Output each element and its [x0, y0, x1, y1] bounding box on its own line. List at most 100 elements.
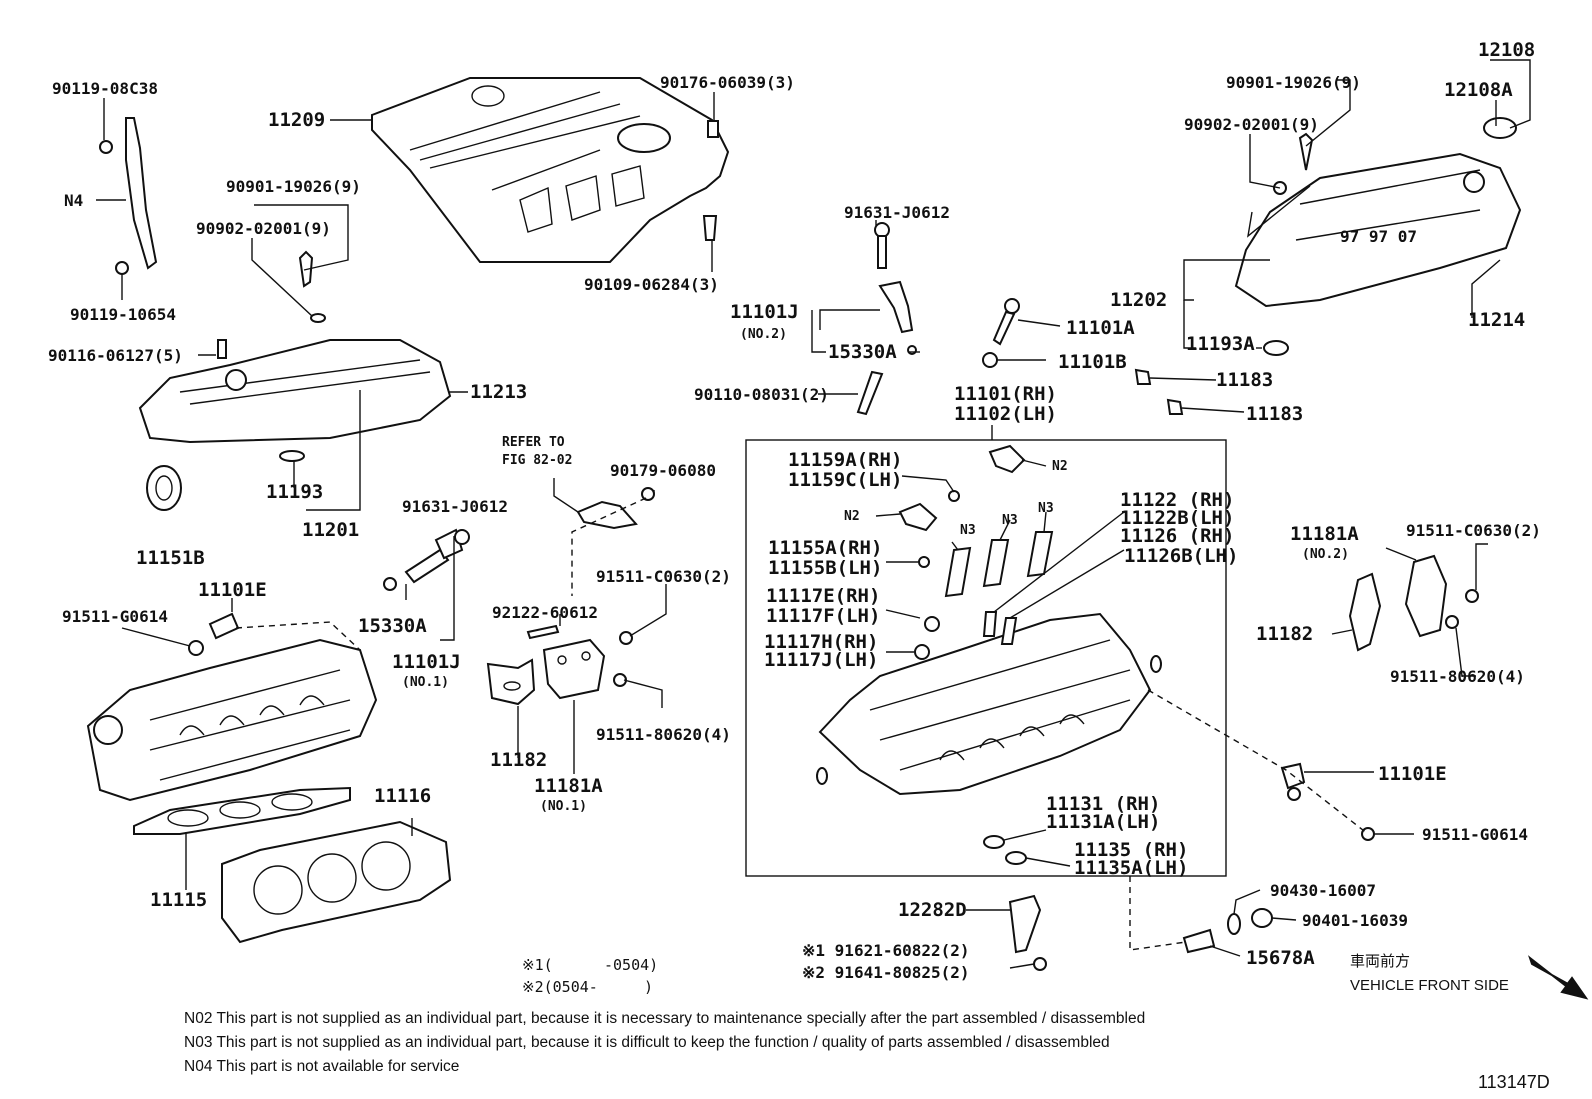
- label-11126b[interactable]: 11126B(LH): [1124, 545, 1238, 567]
- vehicle-front-kanji: 車両前方: [1350, 952, 1410, 970]
- label-11183-b[interactable]: 11183: [1246, 403, 1303, 425]
- cylinder-head-right: [816, 612, 1162, 796]
- svg-text:97 97 07: 97 97 07: [1340, 227, 1417, 246]
- label-11117h[interactable]: 11117H(RH): [764, 631, 878, 653]
- head-cover-left-11201: [138, 250, 452, 444]
- label-11181a-mid[interactable]: 11181A: [534, 775, 603, 797]
- label-11101e-left[interactable]: 11101E: [198, 579, 267, 601]
- label-11201[interactable]: 11201: [302, 519, 359, 541]
- label-90902-02001-left[interactable]: 90902-02001(9): [196, 219, 331, 238]
- label-90179-06080[interactable]: 90179-06080: [610, 461, 716, 480]
- label-90902-02001-right[interactable]: 90902-02001(9): [1184, 115, 1319, 134]
- head-cover-right-11202: 97 97 07: [1134, 117, 1522, 415]
- injector-left-11101j: [383, 528, 470, 591]
- label-11155b[interactable]: 11155B(LH): [768, 557, 882, 579]
- label-91511-g0614-left[interactable]: 91511-G0614: [62, 607, 168, 626]
- catalog-number: 113147D: [1478, 1072, 1550, 1092]
- label-11102-lh[interactable]: 11102(LH): [954, 403, 1057, 425]
- label-11117f[interactable]: 11117F(LH): [766, 605, 880, 627]
- dashed-lines: [235, 497, 1369, 951]
- label-90119-08c38[interactable]: 90119-08C38: [52, 79, 158, 98]
- label-11101b[interactable]: 11101B: [1058, 351, 1127, 373]
- label-15678a[interactable]: 15678A: [1246, 947, 1315, 969]
- label-11115[interactable]: 11115: [150, 889, 207, 911]
- label-11183-a[interactable]: 11183: [1216, 369, 1273, 391]
- label-12108a[interactable]: 12108A: [1444, 79, 1513, 101]
- label-11155a[interactable]: 11155A(RH): [768, 537, 882, 559]
- label-11151b[interactable]: 11151B: [136, 547, 205, 569]
- date-notes: ※1( -0504) ※2(0504- ): [522, 956, 658, 996]
- label-90430-16007[interactable]: 90430-16007: [1270, 881, 1376, 900]
- label-11135[interactable]: 11135 (RH): [1074, 839, 1188, 861]
- label-11181a-right[interactable]: 11181A: [1290, 523, 1359, 545]
- label-11202[interactable]: 11202: [1110, 289, 1167, 311]
- label-12108[interactable]: 12108: [1478, 39, 1535, 61]
- gasket-11193: [279, 450, 305, 462]
- label-90119-10654[interactable]: 90119-10654: [70, 305, 176, 324]
- label-90109-06284[interactable]: 90109-06284(3): [584, 275, 719, 294]
- label-91511-c0630-mid[interactable]: 91511-C0630(2): [596, 567, 731, 586]
- label-11101j-no2[interactable]: 11101J: [730, 301, 799, 323]
- label-11193a[interactable]: 11193A: [1186, 333, 1255, 355]
- cap-11159: [988, 444, 1026, 474]
- label-90901-19026-right[interactable]: 90901-19026(9): [1226, 73, 1361, 92]
- label-11126[interactable]: 11126 (RH): [1120, 525, 1234, 547]
- label-11159c[interactable]: 11159C(LH): [788, 469, 902, 491]
- label-n2-b: N2: [844, 509, 860, 524]
- label-90901-19026-left[interactable]: 90901-19026(9): [226, 177, 361, 196]
- engine-cover-11209: [371, 77, 730, 263]
- label-11213[interactable]: 11213: [470, 381, 527, 403]
- label-fig-82-02[interactable]: FIG 82-02: [502, 453, 572, 468]
- label-90401-16039[interactable]: 90401-16039: [1302, 911, 1408, 930]
- label-91511-c0630-right[interactable]: 91511-C0630(2): [1406, 521, 1541, 540]
- label-11101e-right[interactable]: 11101E: [1378, 763, 1447, 785]
- label-15330a-right[interactable]: 15330A: [828, 341, 897, 363]
- label-91511-80620-mid[interactable]: 91511-80620(4): [596, 725, 731, 744]
- date-note-1-mark: ※1(: [522, 956, 553, 974]
- label-92122-60612[interactable]: 92122-60612: [492, 603, 598, 622]
- label-11131a[interactable]: 11131A(LH): [1046, 811, 1160, 833]
- plug-11117h: [914, 644, 930, 660]
- label-11101a[interactable]: 11101A: [1066, 317, 1135, 339]
- label-11131[interactable]: 11131 (RH): [1046, 793, 1160, 815]
- label-91511-80620-right[interactable]: 91511-80620(4): [1390, 667, 1525, 686]
- label-refer-to: REFER TO: [502, 435, 565, 450]
- label-11116[interactable]: 11116: [374, 785, 431, 807]
- label-11209[interactable]: 11209: [268, 109, 325, 131]
- gasket-11115: [133, 786, 351, 835]
- footnote-n04: N04 This part is not available for servi…: [184, 1058, 459, 1075]
- label-15330a-left[interactable]: 15330A: [358, 615, 427, 637]
- label-11122b[interactable]: 11122B(LH): [1120, 507, 1234, 529]
- label-11159a[interactable]: 11159A(RH): [788, 449, 902, 471]
- label-11182-mid[interactable]: 11182: [490, 749, 547, 771]
- label-n3-c: N3: [1038, 501, 1054, 516]
- label-11214[interactable]: 11214: [1468, 309, 1525, 331]
- label-11101j-no1[interactable]: 11101J: [392, 651, 461, 673]
- label-11117e[interactable]: 11117E(RH): [766, 585, 880, 607]
- lifter-n3-b: [982, 539, 1010, 588]
- head-gasket-11116: [221, 820, 452, 944]
- bracket-11181a-right: [1404, 554, 1448, 638]
- label-11117j[interactable]: 11117J(LH): [764, 649, 878, 671]
- lifter-n3-a: [944, 546, 972, 598]
- label-12282d[interactable]: 12282D: [898, 899, 967, 921]
- label-90116-06127[interactable]: 90116-06127(5): [48, 346, 183, 365]
- label-11182-right[interactable]: 11182: [1256, 623, 1313, 645]
- label-91621-60822[interactable]: ※1 91621-60822(2): [802, 941, 970, 960]
- label-91511-g0614-right[interactable]: 91511-G0614: [1422, 825, 1528, 844]
- label-11135a[interactable]: 11135A(LH): [1074, 857, 1188, 879]
- label-91631-j0612-top[interactable]: 91631-J0612: [844, 203, 950, 222]
- cap-n2: [898, 502, 938, 532]
- label-91641-80825[interactable]: ※2 91641-80825(2): [802, 963, 970, 982]
- label-90110-08031[interactable]: 90110-08031(2): [694, 385, 829, 404]
- label-11193[interactable]: 11193: [266, 481, 323, 503]
- bracket-n4: [99, 117, 158, 275]
- plug-90401: [1251, 908, 1273, 928]
- label-91631-j0612-left[interactable]: 91631-J0612: [402, 497, 508, 516]
- label-11101-rh[interactable]: 11101(RH): [954, 383, 1057, 405]
- leader-lines: [96, 59, 1531, 969]
- date-note-2-mark: ※2(0504-: [522, 978, 598, 996]
- label-n2-a: N2: [1052, 459, 1068, 474]
- label-11122[interactable]: 11122 (RH): [1120, 489, 1234, 511]
- label-90176-06039[interactable]: 90176-06039(3): [660, 73, 795, 92]
